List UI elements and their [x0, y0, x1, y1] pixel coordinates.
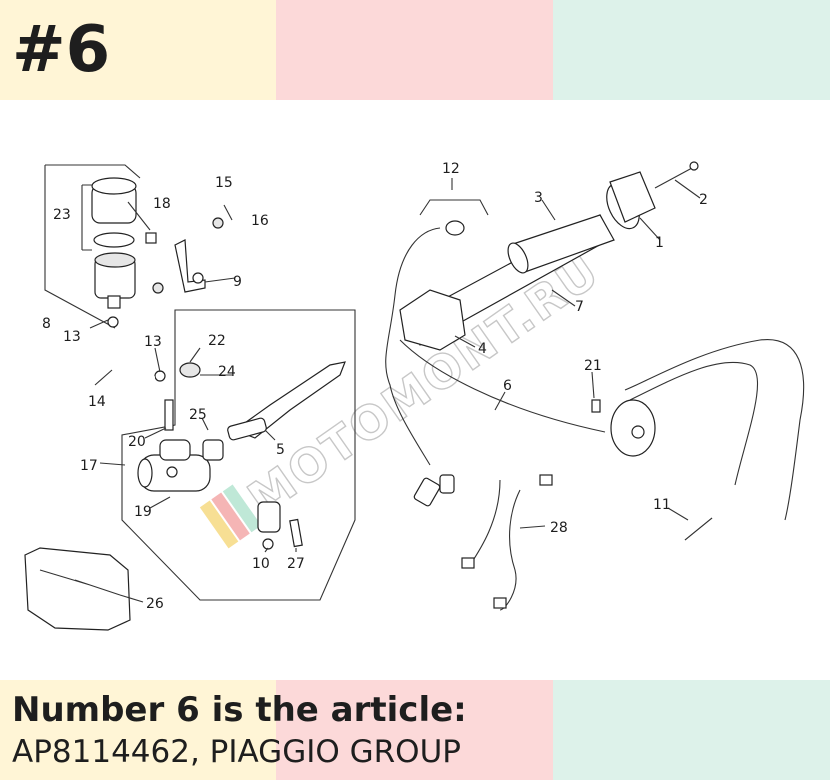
footer-band-yellow [0, 680, 276, 780]
small-screws [107, 217, 601, 413]
adjuster-11 [684, 517, 713, 541]
bracket-part-9 [174, 239, 206, 293]
callout-9: 9 [233, 274, 242, 290]
caption-heading: Number 6 is the article: [12, 690, 467, 730]
callout-22: 22 [208, 333, 226, 349]
callout-15: 15 [215, 175, 233, 191]
cable-end-bracket [419, 199, 489, 216]
callout-3: 3 [534, 190, 543, 206]
callout-20: 20 [128, 434, 146, 450]
footer-band-pink [276, 680, 553, 780]
screw-27 [289, 518, 303, 548]
callout-13b: 13 [144, 334, 162, 350]
throttle-housing [399, 289, 466, 351]
part-number-title: #6 [12, 13, 111, 87]
reservoir-group-bracket [44, 164, 141, 329]
callout-2: 2 [699, 192, 708, 208]
callout-18: 18 [153, 196, 171, 212]
brake-lever [227, 361, 346, 441]
lever-group-outline [121, 309, 356, 601]
callout-25: 25 [189, 407, 207, 423]
master-cylinder-body [137, 362, 224, 492]
article-number: AP8114462, PIAGGIO GROUP [12, 734, 461, 770]
cable-main [385, 227, 441, 466]
callout-19: 19 [134, 504, 152, 520]
callout-leaders [89, 178, 701, 603]
callout-labels: 1 2 3 4 5 6 7 8 9 10 11 12 13 13 14 15 1… [42, 161, 708, 612]
callout-13a: 13 [63, 329, 81, 345]
callout-1: 1 [655, 235, 664, 251]
callout-12: 12 [442, 161, 460, 177]
callout-17: 17 [80, 458, 98, 474]
callout-5: 5 [276, 442, 285, 458]
exploded-parts-diagram: MOTOMONT.RU [24, 161, 805, 631]
callout-8: 8 [42, 316, 51, 332]
article-caption: Number 6 is the article: AP8114462, PIAG… [12, 688, 822, 772]
header-band-yellow [0, 0, 276, 100]
fairing-part-26 [24, 547, 131, 631]
callout-7: 7 [575, 299, 584, 315]
wiring-harness [413, 474, 553, 611]
callout-11: 11 [653, 497, 671, 513]
callout-26: 26 [146, 596, 164, 612]
callout-24: 24 [218, 364, 236, 380]
callout-10: 10 [252, 556, 270, 572]
header-band-green [553, 0, 830, 100]
footer-band [0, 680, 830, 780]
callout-23: 23 [53, 207, 71, 223]
cable-6 [399, 339, 606, 433]
callout-27: 27 [287, 556, 305, 572]
header-band [0, 0, 830, 100]
callout-6: 6 [503, 378, 512, 394]
callout-14: 14 [88, 394, 106, 410]
footer-band-green [553, 680, 830, 780]
callout-21: 21 [584, 358, 602, 374]
reservoir-assembly [81, 177, 137, 309]
callout-16: 16 [251, 213, 269, 229]
callout-28: 28 [550, 520, 568, 536]
switch-part-10 [257, 501, 281, 550]
header-band-pink [276, 0, 553, 100]
callout-4: 4 [478, 341, 487, 357]
